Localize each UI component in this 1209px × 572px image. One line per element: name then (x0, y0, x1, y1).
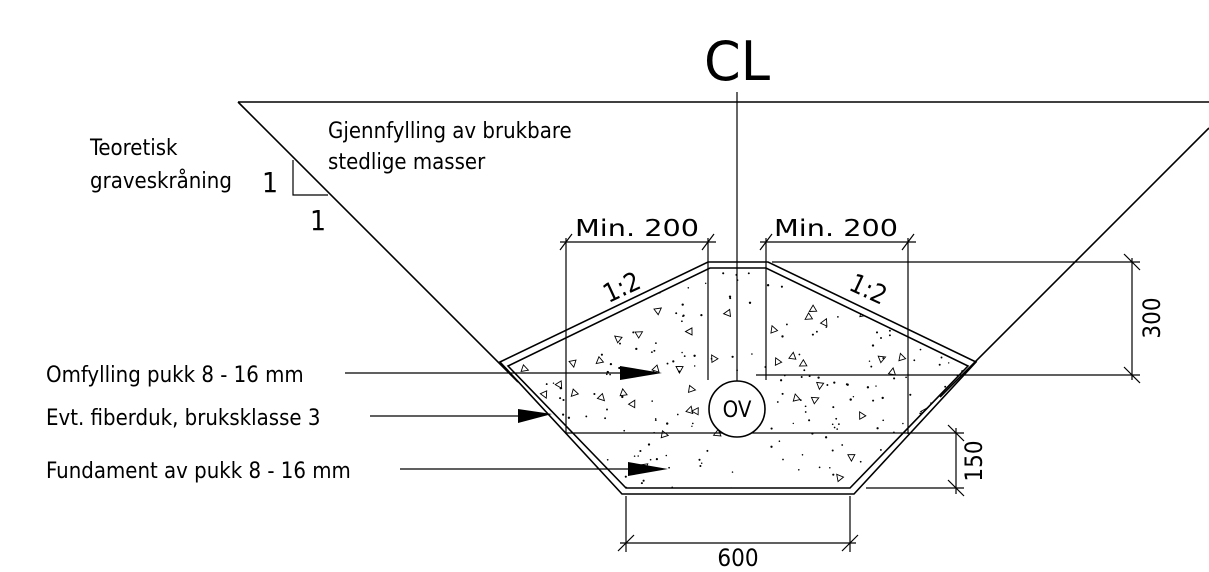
dimension-min-right: Min. 200 (759, 216, 916, 434)
backfill-note-line1: Gjennfylling av brukbare (328, 119, 572, 144)
dimension-min-right-label: Min. 200 (774, 216, 898, 242)
callout-foundation: Fundament av pukk 8 - 16 mm (46, 459, 668, 484)
slope-rise-label: 1 (262, 166, 278, 199)
backfill-note: Gjennfylling av brukbare stedlige masser (328, 119, 572, 175)
pipe: OV (708, 380, 766, 438)
slope-note-line1: Teoretisk (89, 136, 178, 161)
bedding-outer-boundary (498, 261, 978, 495)
trench-outline (237, 101, 1209, 398)
dimension-height-surround-label: 300 (1138, 297, 1166, 338)
dimension-height-surround: 300 (756, 253, 1166, 384)
dimension-min-left-label: Min. 200 (575, 216, 699, 242)
slope-run-label: 1 (310, 204, 326, 237)
centerline: CL (704, 30, 770, 385)
dimension-min-left: Min. 200 (559, 216, 716, 434)
callout-foundation-label: Fundament av pukk 8 - 16 mm (46, 459, 351, 484)
callout-surround-label: Omfylling pukk 8 - 16 mm (46, 363, 304, 388)
callout-fabric: Evt. fiberduk, bruksklasse 3 (46, 406, 552, 431)
callout-surround: Omfylling pukk 8 - 16 mm (46, 363, 662, 388)
aggregate-fill-pattern (508, 268, 968, 488)
dimension-width-bottom: 600 (617, 496, 859, 572)
dimension-height-foundation-label: 150 (960, 440, 988, 481)
bedding-inner-boundary (506, 267, 970, 489)
callout-fabric-label: Evt. fiberduk, bruksklasse 3 (46, 406, 320, 431)
dimension-height-foundation: 150 (866, 424, 988, 497)
pipe-label: OV (723, 398, 752, 423)
slope-note: Teoretisk graveskråning 1 1 (89, 136, 328, 237)
backfill-note-line2: stedlige masser (328, 150, 486, 175)
centerline-label: CL (704, 30, 770, 93)
slope-note-line2: graveskråning (90, 168, 232, 194)
dimension-width-bottom-label: 600 (717, 544, 758, 572)
slope-triangle (292, 160, 328, 196)
slope-label-right: 1:2 (845, 268, 892, 311)
